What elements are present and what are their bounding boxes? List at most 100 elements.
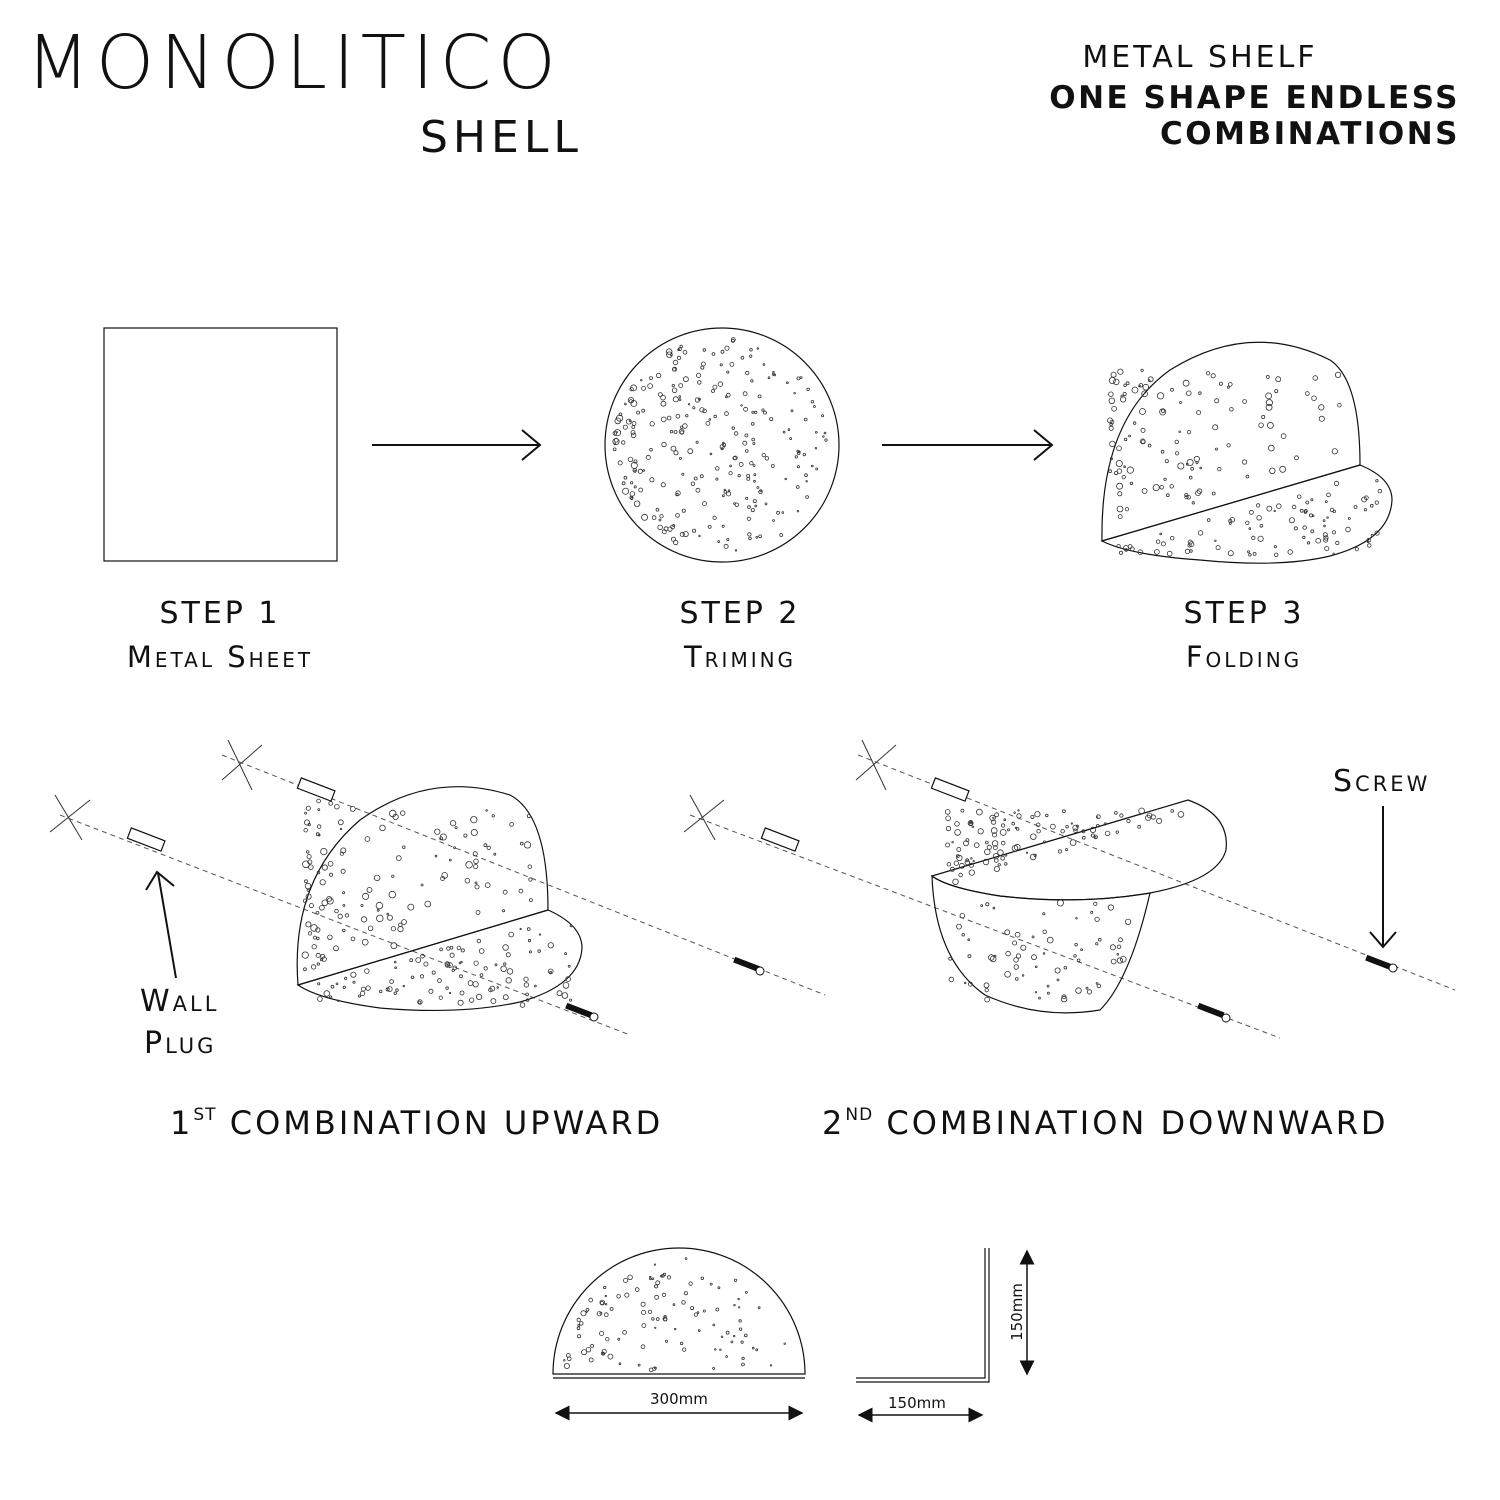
perforation-hole	[1116, 544, 1121, 549]
perforation-hole	[1305, 391, 1310, 396]
perforation-hole	[697, 380, 702, 385]
perforation-hole	[317, 833, 321, 837]
perforation-hole	[470, 829, 478, 837]
combo1-wall-plug-2	[296, 777, 336, 802]
perforation-hole	[1186, 458, 1194, 466]
perforation-hole	[394, 966, 397, 969]
perforation-hole	[721, 524, 725, 528]
perforation-hole	[316, 870, 321, 875]
perforation-hole	[1184, 495, 1189, 500]
perforation-hole	[402, 984, 406, 988]
perforation-hole	[673, 430, 678, 434]
perforation-hole	[803, 417, 808, 422]
perforation-hole	[456, 945, 462, 951]
perforation-hole	[526, 927, 531, 931]
perforation-hole	[715, 1307, 720, 1312]
combo1-wall-marks	[49, 739, 263, 841]
perforation-hole	[306, 854, 312, 860]
perforation-hole	[392, 813, 399, 821]
perforation-hole	[720, 1335, 724, 1339]
perforation-hole	[738, 1327, 743, 1331]
perforation-hole	[756, 347, 760, 350]
perforation-hole	[390, 942, 398, 950]
perforation-hole	[663, 1317, 668, 1322]
perforation-hole	[319, 904, 325, 911]
perforation-hole	[1188, 541, 1195, 547]
perforation-hole	[660, 1274, 663, 1278]
perforation-hole	[307, 931, 313, 936]
perforation-hole	[717, 540, 720, 543]
perforation-hole	[452, 965, 458, 971]
perforation-hole	[1324, 546, 1330, 552]
perforation-hole	[306, 850, 310, 854]
perforation-hole	[728, 471, 733, 476]
perforation-hole	[671, 383, 675, 388]
perforation-hole	[1302, 535, 1306, 540]
perforation-hole	[508, 931, 515, 938]
perforation-hole	[1090, 910, 1094, 914]
perforation-hole	[624, 402, 627, 406]
perforation-hole	[702, 501, 707, 507]
perforation-hole	[1075, 987, 1082, 994]
perforation-hole	[519, 841, 524, 846]
perforation-hole	[1116, 468, 1123, 474]
perforation-hole	[330, 984, 335, 989]
perforation-hole	[329, 995, 333, 999]
combination-2-ordinal: 2	[822, 1104, 846, 1142]
perforation-hole	[344, 976, 348, 981]
perforation-hole	[642, 469, 645, 472]
perforation-hole	[679, 344, 683, 349]
perforation-hole	[465, 861, 473, 869]
perforation-hole	[1191, 501, 1195, 505]
perforation-hole	[631, 420, 637, 426]
perforation-hole	[340, 868, 346, 874]
perforation-hole	[961, 933, 965, 937]
perforation-hole	[993, 866, 1000, 873]
perforation-hole	[308, 903, 314, 909]
perforation-hole	[671, 387, 678, 393]
perforation-hole	[649, 477, 655, 483]
perforation-hole	[485, 809, 488, 812]
perforation-hole	[547, 942, 554, 949]
perforation-hole	[585, 1308, 590, 1312]
perforation-hole	[424, 900, 432, 908]
perforation-hole	[1361, 496, 1367, 503]
perforation-hole	[972, 859, 975, 863]
perforation-hole	[772, 519, 775, 522]
perforation-hole	[670, 445, 677, 452]
perforation-hole	[750, 508, 755, 513]
perforation-hole	[1210, 373, 1216, 379]
perforation-hole	[448, 858, 452, 862]
perforation-hole	[1166, 550, 1173, 557]
perforation-hole	[726, 538, 730, 542]
perforation-hole	[1323, 537, 1329, 543]
perforation-hole	[1177, 811, 1185, 818]
perforation-hole	[993, 954, 997, 958]
perforation-hole	[1139, 438, 1146, 445]
perforation-hole	[965, 838, 970, 842]
perforation-hole	[1218, 381, 1223, 386]
perforation-hole	[464, 878, 471, 884]
step-3-title: STEP 3	[1183, 596, 1305, 631]
perforation-hole	[761, 408, 765, 412]
perforation-hole	[1140, 368, 1144, 372]
perforation-hole	[1227, 550, 1234, 557]
dimension-front-view	[552, 1247, 806, 1379]
combo1-wall-plug-1	[126, 827, 166, 852]
perforation-hole	[350, 971, 357, 978]
perforation-hole	[758, 534, 762, 539]
perforation-hole	[303, 828, 308, 833]
perforation-hole	[1199, 466, 1202, 470]
perforation-hole	[725, 1355, 728, 1358]
perforation-hole	[681, 1300, 686, 1305]
perforation-hole	[624, 1292, 630, 1298]
perforation-hole	[1367, 543, 1372, 548]
perforation-hole	[651, 1317, 655, 1321]
perforation-hole	[767, 376, 771, 380]
perforation-hole	[757, 1306, 761, 1310]
perforation-hole	[459, 990, 465, 996]
perforation-hole	[790, 409, 794, 413]
perforation-hole	[473, 864, 479, 870]
perforation-hole	[1182, 379, 1190, 387]
